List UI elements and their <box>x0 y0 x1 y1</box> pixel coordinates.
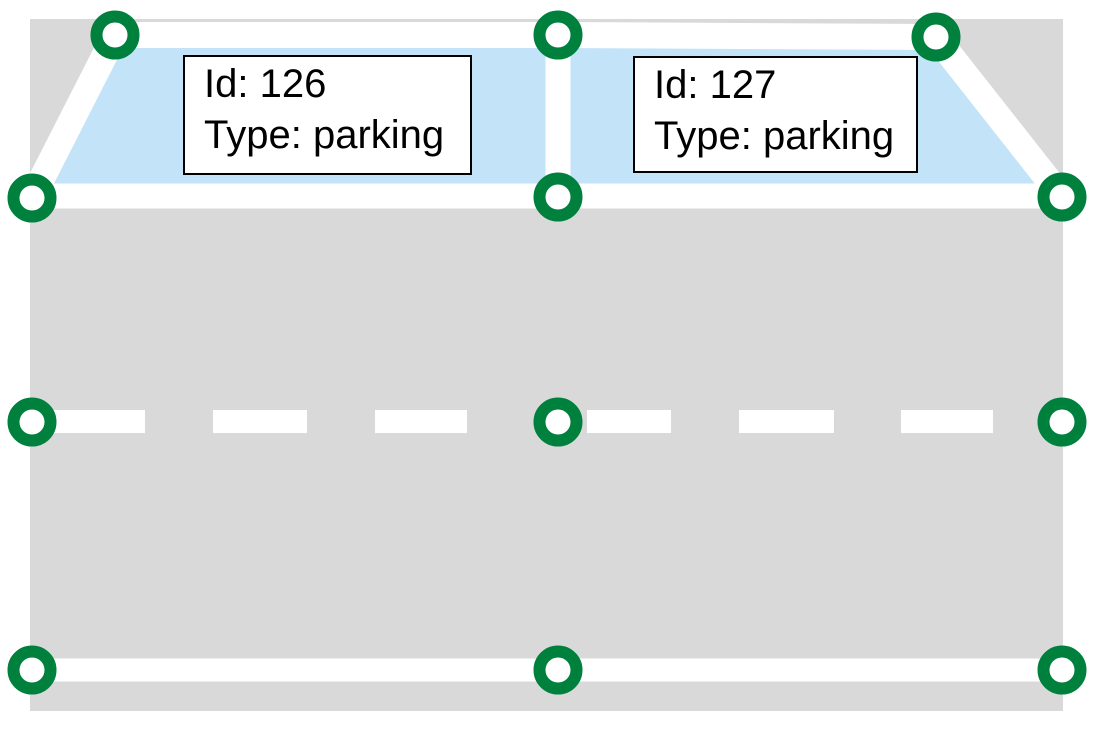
node-marker[interactable] <box>90 10 140 60</box>
node-marker[interactable] <box>533 645 583 695</box>
parking-label-type: Type: parking <box>204 113 445 157</box>
lane-dash <box>375 410 467 433</box>
node-marker[interactable] <box>1037 645 1087 695</box>
parking-label-127: Id: 127 Type: parking <box>633 56 918 173</box>
lane-dash <box>739 410 834 433</box>
parking-label-126: Id: 126 Type: parking <box>183 55 472 175</box>
lane-line-top <box>115 22 937 50</box>
lane-line-right-diagonal <box>925 28 1073 206</box>
node-marker[interactable] <box>7 397 57 447</box>
lane-dash <box>587 410 671 433</box>
parking-label-type: Type: parking <box>654 114 895 158</box>
node-marker[interactable] <box>533 172 583 222</box>
node-marker[interactable] <box>911 12 961 62</box>
node-marker[interactable] <box>1037 172 1087 222</box>
node-marker[interactable] <box>533 10 583 60</box>
node-marker[interactable] <box>533 397 583 447</box>
node-marker[interactable] <box>7 645 57 695</box>
lane-dash <box>213 410 307 433</box>
node-marker[interactable] <box>1037 397 1087 447</box>
lane-dash <box>901 410 993 433</box>
lane-dash <box>30 410 145 433</box>
parking-label-id: Id: 126 <box>204 62 327 106</box>
node-layer <box>7 10 1087 695</box>
lane-line-left-diagonal <box>20 29 127 204</box>
dashed-lane-line <box>30 410 993 433</box>
parking-label-id: Id: 127 <box>654 63 777 107</box>
node-marker[interactable] <box>7 173 57 223</box>
